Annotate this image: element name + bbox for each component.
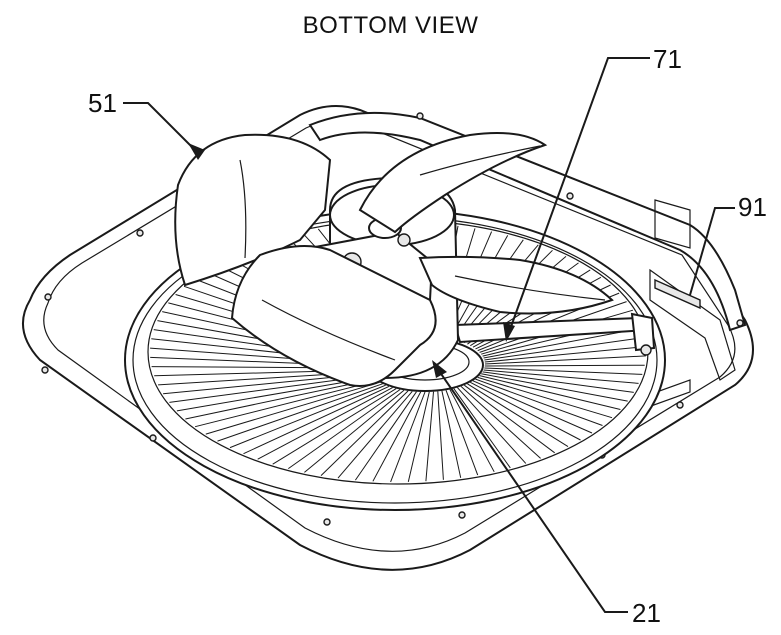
fastener-hole — [458, 511, 466, 519]
leader-71 — [507, 57, 650, 336]
grille-fin — [354, 391, 417, 481]
fan-blade-top-edge — [419, 145, 541, 176]
leader-51-arrow — [188, 143, 205, 160]
leader-21 — [434, 364, 628, 613]
leader-21-arrow — [432, 360, 447, 378]
support-arm-end — [630, 312, 656, 352]
housing-slot — [654, 199, 691, 249]
ref-label-housing: 91 — [738, 192, 767, 222]
grille-fin — [483, 369, 639, 384]
fan-blade-right-edge — [454, 275, 606, 301]
grille-fin — [320, 390, 409, 476]
ref-label-fan: 51 — [88, 88, 117, 118]
grille-fin — [449, 389, 495, 473]
grille-fin — [229, 384, 386, 449]
grille-fin — [457, 387, 527, 464]
grille-fin — [425, 391, 434, 482]
grille-fin — [185, 378, 375, 420]
leader-51 — [123, 102, 201, 156]
fastener-hole — [566, 192, 574, 200]
grille-fin — [390, 391, 426, 483]
ref-label-shroud: 71 — [653, 44, 682, 74]
grille-fin — [482, 371, 634, 393]
fastener-hole — [416, 112, 424, 120]
grille-fin — [205, 381, 380, 435]
grille-fin — [304, 389, 405, 473]
grille-fin — [484, 346, 646, 363]
side-wall-right — [649, 268, 736, 381]
fastener-hole — [44, 293, 52, 301]
grille-fin — [288, 389, 401, 470]
fastener-hole — [736, 319, 744, 327]
grille-fin — [467, 383, 569, 448]
fastener-hole — [323, 518, 331, 526]
grille-fin — [481, 373, 628, 402]
fan-blade-left-edge — [239, 159, 247, 259]
grille-fin — [477, 376, 613, 419]
grille-fin — [243, 385, 390, 455]
fastener-hole — [136, 229, 144, 237]
rear-wall — [308, 111, 747, 332]
grille-fin — [272, 388, 397, 465]
grille-fin — [484, 364, 645, 367]
grille-fin — [470, 381, 581, 441]
fan-blade-right — [418, 255, 614, 315]
grille-fin — [484, 367, 643, 375]
base-pan-inner-rim — [43, 119, 736, 552]
fan-blade-top — [358, 132, 548, 234]
fastener-hole — [149, 434, 157, 442]
grille-fin — [453, 388, 511, 469]
leader-91 — [689, 207, 735, 296]
grille-fin — [464, 384, 555, 454]
support-arm-bolt — [640, 344, 652, 356]
fan-blade-front-edge — [261, 299, 396, 361]
grille-fin — [372, 391, 422, 482]
grille-fin — [441, 390, 462, 478]
fan-blade-left — [174, 133, 332, 287]
leader-71-arrow — [503, 322, 515, 342]
bracket-hole — [397, 233, 411, 247]
grille-fin — [472, 380, 593, 434]
housing-latch — [654, 278, 701, 310]
grille-fin — [176, 376, 373, 412]
grille-fin — [479, 375, 621, 410]
grille-fin — [257, 387, 393, 460]
grille-fin — [407, 391, 430, 483]
grille-fin — [445, 390, 479, 476]
grille-fin — [337, 391, 413, 479]
grille-fin — [475, 378, 603, 426]
fastener-hole — [676, 401, 684, 409]
fastener-hole — [41, 366, 49, 374]
grille-fin — [484, 336, 645, 361]
grille-fin — [194, 380, 378, 428]
view-title: BOTTOM VIEW — [302, 12, 479, 39]
ref-label-grille: 21 — [632, 598, 661, 628]
grille-fin — [483, 327, 642, 359]
grille-fin — [217, 383, 383, 442]
grille-fin — [484, 355, 646, 365]
fan-blade-front — [230, 245, 437, 387]
grille-fin — [437, 391, 444, 480]
grille-fin — [460, 386, 541, 459]
